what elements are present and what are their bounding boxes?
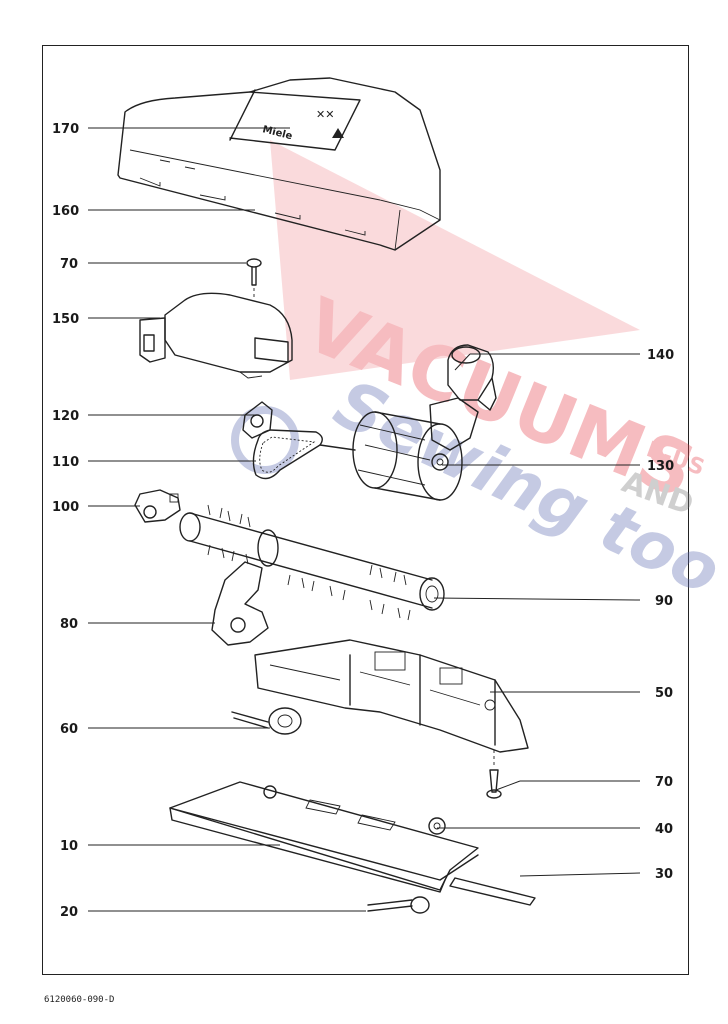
callout-80: 80 bbox=[60, 617, 78, 632]
callout-20: 20 bbox=[60, 905, 78, 920]
diagram-frame bbox=[42, 45, 689, 975]
callout-labels: 170 160 70 150 140 120 110 130 100 90 80… bbox=[52, 122, 674, 920]
callout-170: 170 bbox=[52, 122, 79, 137]
housing-arrow-icon bbox=[332, 128, 344, 138]
callout-30: 30 bbox=[655, 867, 673, 882]
part-bumper-strip bbox=[449, 877, 536, 906]
watermark: VACUUMS Sewing too R-US AND bbox=[231, 140, 728, 610]
callout-50: 50 bbox=[655, 686, 673, 701]
part-screw-lower bbox=[486, 750, 502, 799]
callout-130: 130 bbox=[647, 459, 674, 474]
callout-120: 120 bbox=[52, 409, 79, 424]
part-side-bracket bbox=[211, 561, 269, 646]
housing-symbol-icon: ✕✕ bbox=[316, 108, 334, 121]
callout-70-lower: 70 bbox=[655, 775, 673, 790]
callout-40: 40 bbox=[655, 822, 673, 837]
part-axle-pin bbox=[367, 896, 430, 914]
part-motor-cover bbox=[139, 292, 293, 379]
leader-lines bbox=[88, 127, 641, 912]
part-base-plate bbox=[169, 781, 479, 893]
housing-brand-logo: Miele bbox=[261, 124, 293, 142]
callout-140: 140 bbox=[647, 348, 674, 363]
part-drive-belt bbox=[252, 429, 323, 480]
part-wheel-axle bbox=[231, 707, 302, 735]
callout-60: 60 bbox=[60, 722, 78, 737]
callout-110: 110 bbox=[52, 455, 79, 470]
part-end-cap bbox=[134, 489, 181, 523]
callout-70-top: 70 bbox=[60, 257, 78, 272]
part-drive-cage bbox=[319, 411, 463, 501]
callout-90: 90 bbox=[655, 594, 673, 609]
drawing-code: 6120060-090-D bbox=[44, 995, 115, 1005]
callout-160: 160 bbox=[52, 204, 79, 219]
part-base-chassis bbox=[254, 639, 529, 753]
part-brush-roller bbox=[179, 504, 445, 621]
callout-150: 150 bbox=[52, 312, 79, 327]
callout-100: 100 bbox=[52, 500, 79, 515]
part-motor bbox=[429, 344, 497, 451]
watermark-red-triangle bbox=[270, 140, 640, 380]
part-screw-top bbox=[246, 258, 262, 300]
callout-10: 10 bbox=[60, 839, 78, 854]
